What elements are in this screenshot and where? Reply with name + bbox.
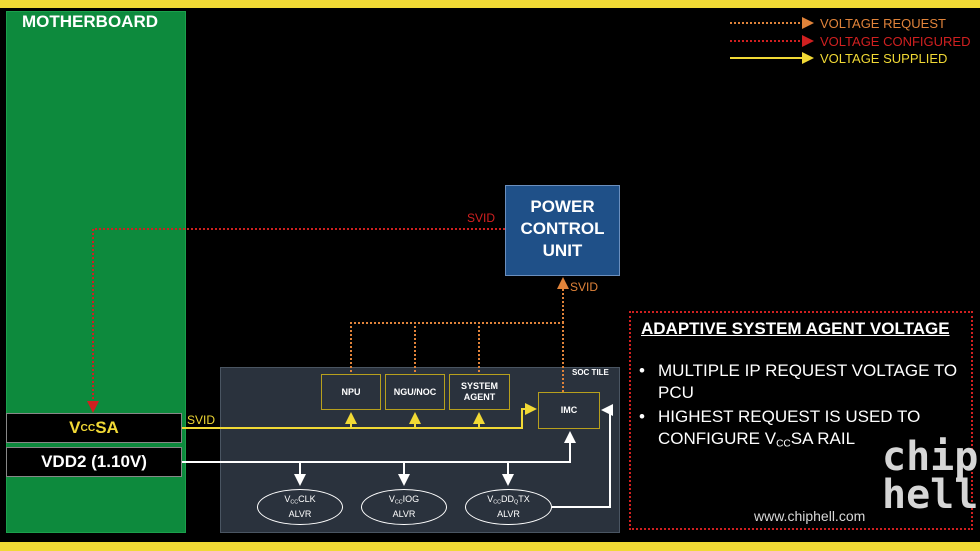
alvr-iog-line2: ALVR bbox=[392, 508, 416, 519]
logo-line1: chip bbox=[882, 434, 979, 480]
info-bullet-2-post: SA RAIL bbox=[790, 429, 856, 448]
info-bullet-1: MULTIPLE IP REQUEST VOLTAGE TO PCU bbox=[631, 360, 971, 404]
alvr-tx-sub2: Q bbox=[514, 499, 519, 506]
soc-tile-label: SOC TILE bbox=[572, 368, 609, 377]
alvr-to-imc bbox=[552, 404, 613, 508]
info-bullet-2-sub: CC bbox=[776, 438, 791, 450]
alvr-clk-name: CLK bbox=[298, 494, 316, 505]
request-bus bbox=[350, 322, 563, 372]
svid-label-rail: SVID bbox=[187, 413, 216, 427]
system-agent-line1: SYSTEM bbox=[460, 381, 498, 391]
bottom-accent-bar bbox=[0, 542, 980, 551]
legend-configured-label: VOLTAGE CONFIGURED bbox=[820, 34, 971, 49]
alvr-vccclk: VCCCLK ALVR bbox=[257, 489, 343, 525]
legend-supplied-label: VOLTAGE SUPPLIED bbox=[820, 51, 948, 66]
watermark-url: www.chiphell.com bbox=[754, 508, 866, 524]
motherboard-panel bbox=[6, 11, 186, 533]
info-bullets: MULTIPLE IP REQUEST VOLTAGE TO PCU HIGHE… bbox=[631, 360, 971, 458]
info-bullet-1-text: MULTIPLE IP REQUEST VOLTAGE TO PCU bbox=[658, 361, 958, 402]
info-bullet-2: HIGHEST REQUEST IS USED TO CONFIGURE VCC… bbox=[631, 406, 971, 456]
alvr-tx-v: V bbox=[487, 494, 494, 505]
configured-path bbox=[87, 228, 505, 413]
vccsa-suffix: SA bbox=[95, 418, 119, 437]
info-title: ADAPTIVE SYSTEM AGENT VOLTAGE bbox=[641, 319, 950, 338]
alvr-tx-line2: ALVR bbox=[497, 508, 520, 519]
logo-line2: hell bbox=[882, 472, 979, 518]
pcu-line2: CONTROL bbox=[520, 219, 605, 238]
svid-label-pcu: SVID bbox=[570, 280, 599, 294]
vdd2-rail: VDD2 (1.10V) bbox=[6, 447, 182, 477]
legend-request-label: VOLTAGE REQUEST bbox=[820, 16, 946, 31]
alvr-vcciog: VCCIOG ALVR bbox=[361, 489, 447, 525]
motherboard-title: MOTHERBOARD bbox=[22, 12, 158, 31]
vccsa-sub: CC bbox=[80, 422, 96, 434]
npu-block: NPU bbox=[321, 374, 381, 410]
pcu-line3: UNIT bbox=[542, 241, 583, 260]
system-agent-block: SYSTEM AGENT bbox=[449, 374, 510, 410]
imc-block: IMC bbox=[538, 392, 600, 429]
power-control-unit: POWER CONTROL UNIT bbox=[505, 185, 620, 276]
npu-label: NPU bbox=[341, 386, 361, 397]
alvr-iog-sub: CC bbox=[394, 499, 403, 506]
system-agent-line2: AGENT bbox=[463, 392, 496, 402]
ngu-noc-label: NGU/NOC bbox=[393, 386, 437, 397]
vdd2-label: VDD2 (1.10V) bbox=[41, 452, 147, 471]
chiphell-logo: chip hell bbox=[882, 434, 979, 518]
vccsa-v: V bbox=[69, 418, 81, 437]
alvr-clk-v: V bbox=[284, 494, 291, 505]
pcu-line1: POWER bbox=[530, 197, 595, 216]
svid-label-top: SVID bbox=[467, 211, 496, 225]
vdd2-main bbox=[182, 431, 576, 463]
alvr-vccddqtx: VCCDDQTX ALVR bbox=[465, 489, 552, 525]
alvr-iog-name: IOG bbox=[402, 494, 420, 505]
alvr-tx-name: DD bbox=[501, 494, 515, 505]
info-bullet-2-pre: HIGHEST REQUEST IS USED TO CONFIGURE V bbox=[658, 407, 921, 448]
ngu-noc-block: NGU/NOC bbox=[385, 374, 445, 410]
supplied-main bbox=[182, 403, 537, 429]
imc-label: IMC bbox=[560, 405, 578, 415]
top-accent-bar bbox=[0, 0, 980, 8]
alvr-tx-sub: CC bbox=[493, 499, 502, 506]
alvr-tx-name2: TX bbox=[518, 494, 530, 505]
alvr-clk-line2: ALVR bbox=[288, 508, 312, 519]
info-panel: ADAPTIVE SYSTEM AGENT VOLTAGE MULTIPLE I… bbox=[629, 311, 973, 530]
alvr-iog-v: V bbox=[388, 494, 395, 505]
alvr-clk-sub: CC bbox=[290, 499, 299, 506]
